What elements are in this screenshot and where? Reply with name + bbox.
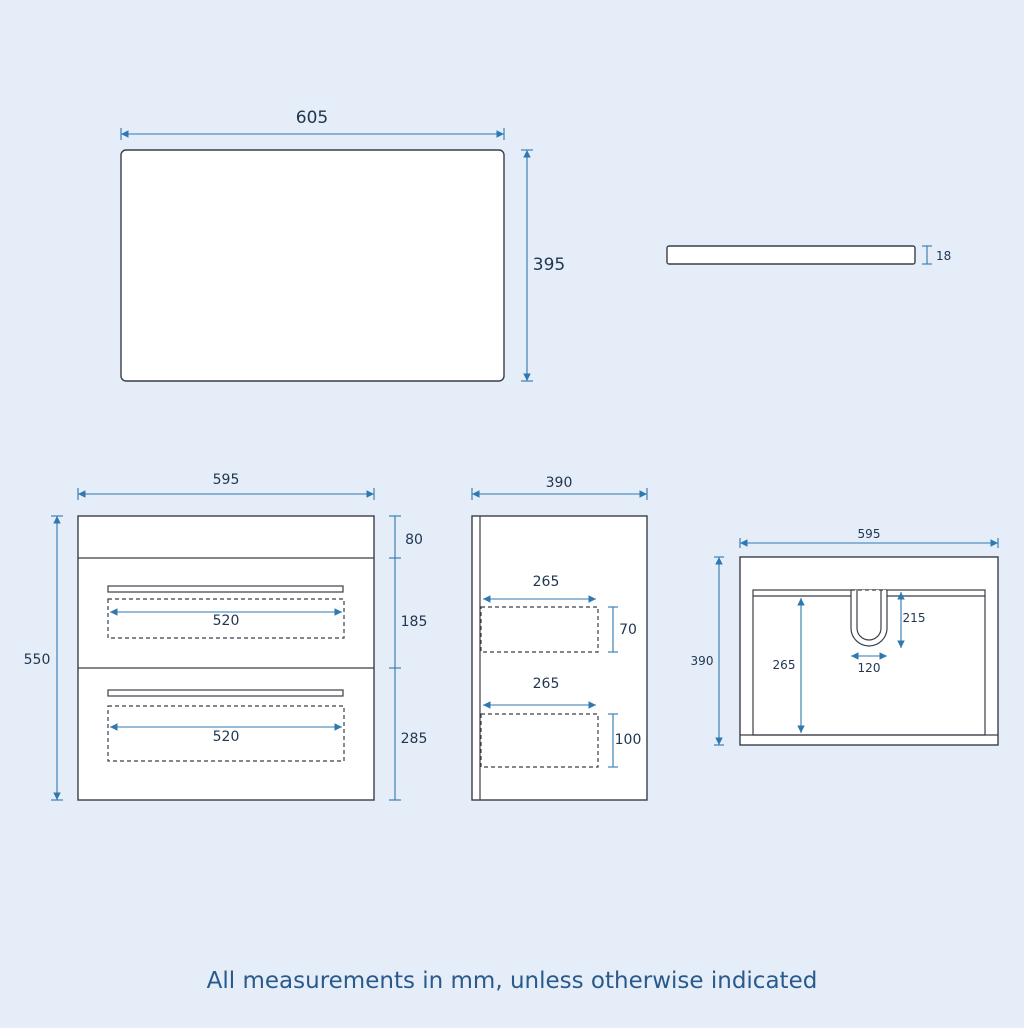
cabinet-side-outline <box>471 515 648 801</box>
bottom-drawer-inner-dashed <box>107 705 345 762</box>
plan-cutout-depth-label: 215 <box>903 611 926 625</box>
plan-inner-depth-label: 265 <box>773 658 796 672</box>
side-top-drawer-height-label: 70 <box>619 622 637 638</box>
plan-outer-outline <box>739 556 999 746</box>
side-bottom-drawer-dashed <box>480 713 599 768</box>
worktop-edge-outline <box>666 245 916 265</box>
top-drawer-inner-dashed <box>107 598 345 639</box>
side-depth-label: 390 <box>546 475 573 491</box>
top-depth-label: 395 <box>533 255 565 275</box>
worktop-outline <box>120 149 505 382</box>
side-top-drawer-depth-label: 265 <box>533 574 560 590</box>
plan-cutout-inner <box>856 590 882 641</box>
plan-cutout-width-label: 120 <box>858 661 881 675</box>
worktop-edge-view: 18 <box>666 245 951 265</box>
drawer-bottom-height-label: 285 <box>401 731 428 747</box>
front-view: 520 520 595 550 80 185 285 <box>24 472 428 801</box>
top-view: 605 395 <box>120 108 565 382</box>
cabinet-front-outline <box>77 515 375 801</box>
plan-cutout-outer <box>850 590 888 647</box>
side-view: 390 265 70 265 100 <box>471 475 648 801</box>
side-bottom-drawer-height-label: 100 <box>615 732 642 748</box>
plan-depth-label: 390 <box>691 654 714 668</box>
front-height-label: 550 <box>24 652 51 668</box>
front-width-label: 595 <box>213 472 240 488</box>
top-drawer-handle <box>107 585 344 593</box>
top-inner-width-label: 520 <box>213 613 240 629</box>
measurement-caption: All measurements in mm, unless otherwise… <box>206 968 818 994</box>
side-bottom-drawer-depth-label: 265 <box>533 676 560 692</box>
edge-thickness-label: 18 <box>936 249 951 263</box>
bottom-drawer-handle <box>107 689 344 697</box>
top-width-label: 605 <box>296 108 328 128</box>
bottom-inner-width-label: 520 <box>213 729 240 745</box>
side-top-drawer-dashed <box>480 606 599 653</box>
plan-view: 595 390 265 215 120 <box>691 527 999 746</box>
top-rail-label: 80 <box>405 532 423 548</box>
plan-width-label: 595 <box>858 527 881 541</box>
drawer-top-height-label: 185 <box>401 614 428 630</box>
